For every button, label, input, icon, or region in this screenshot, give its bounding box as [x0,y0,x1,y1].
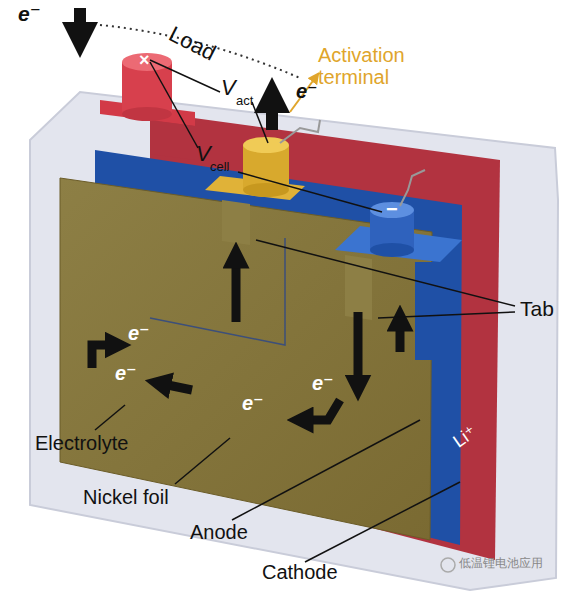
voltage-subscript: act [236,94,253,108]
electron-label: e⁻ [242,392,264,414]
pointer-arrow [290,74,318,112]
foil-tab [345,255,372,320]
voltage-line [238,172,382,212]
electron-arrow [266,95,278,130]
polarity-sign: − [386,198,398,220]
polarity-sign: × [139,51,150,71]
electron-label: e⁻ [128,322,150,344]
electron-label: e⁻ [115,362,137,384]
electron-label: e⁻ [312,372,334,394]
electron-label: e⁻ [296,80,318,102]
voltage-symbol: V [221,76,236,100]
voltage-subscript: cell [210,160,230,174]
voltage-line [150,60,220,92]
voltage-symbol: V [196,142,211,166]
foil-slit [150,238,285,345]
current-arrows [92,255,400,420]
part-label: Electrolyte [35,432,128,454]
foil-tab [222,200,250,245]
watermark: 低温锂电池应用 [459,557,543,570]
electron-arrow [74,8,86,40]
wire [280,120,320,143]
leader-lines [95,240,515,562]
part-label: Anode [190,521,248,543]
part-label: Cathode [262,561,338,583]
part-label: Tab [520,297,554,320]
electron-label: e⁻ [18,2,41,25]
watermark-icon [441,558,455,572]
electrolyte-housing [30,92,558,590]
terminal-label: Activation terminal [318,44,428,88]
load-label: Load [165,22,220,66]
voltage-line [150,62,198,148]
wire [400,170,425,206]
nickel-foil [60,178,432,540]
voltage-line [252,102,268,143]
part-label: Nickel foil [83,486,169,508]
